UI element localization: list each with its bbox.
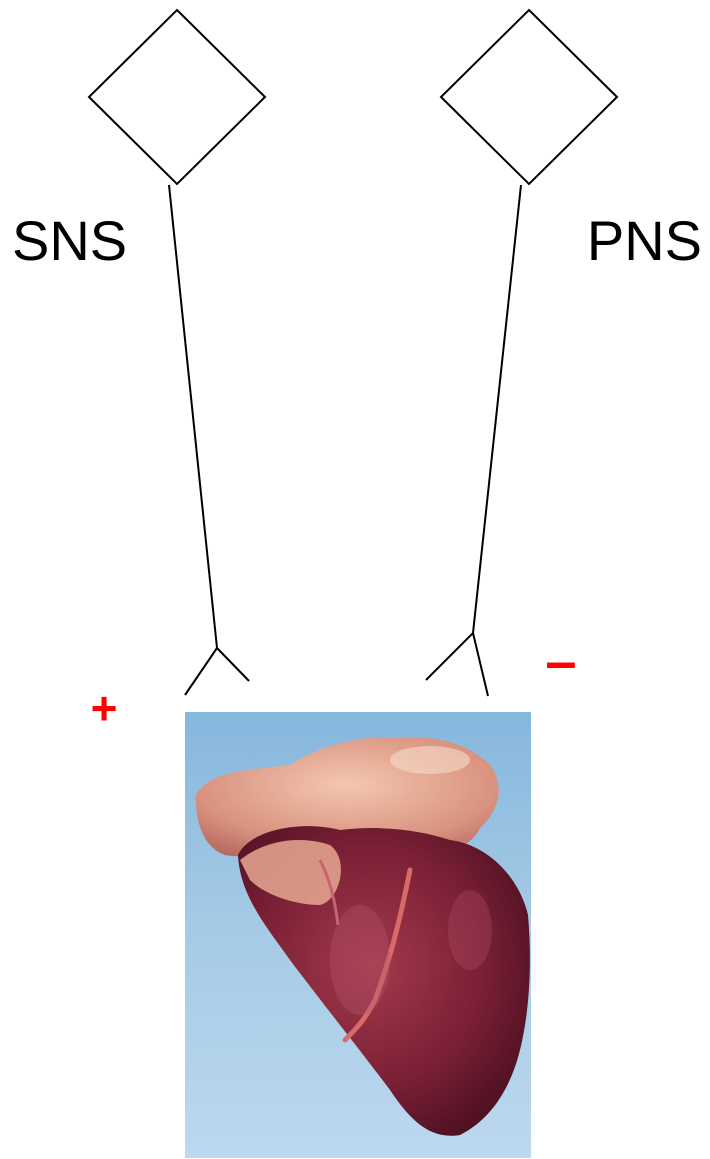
pns-axon [473,185,521,633]
sns-cell-body [89,10,265,184]
sns-neuron [89,10,265,695]
heart-photo [185,712,531,1158]
sns-terminal-right [217,648,249,681]
pns-effect-sign: – [545,629,576,692]
pns-terminal-left [426,633,473,680]
sns-terminal-left [185,648,217,695]
sns-label: SNS [12,209,127,272]
sns-axon [169,185,217,648]
pns-cell-body [441,10,617,184]
pns-label: PNS [587,209,702,272]
pns-terminal-right [473,633,488,696]
pns-neuron [426,10,617,696]
sns-effect-sign: + [91,682,118,734]
